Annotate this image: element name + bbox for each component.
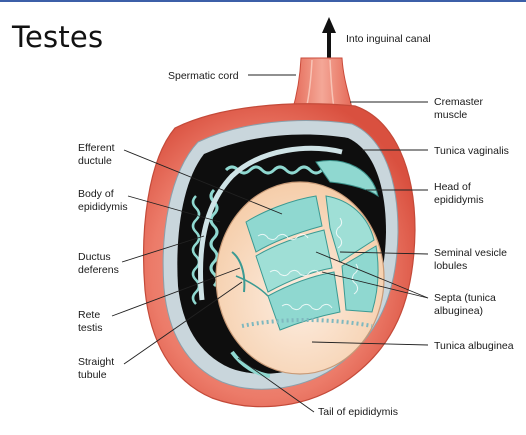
- label-straight-line2: tubule: [78, 369, 107, 381]
- ductus-deferens: [198, 145, 343, 301]
- label-rete-line1: Rete: [78, 309, 100, 321]
- label-cremaster-line1: Cremaster: [434, 96, 484, 108]
- label-septa-line2: albuginea): [434, 305, 483, 317]
- label-ductus-line2: deferens: [78, 264, 119, 276]
- label-head-epididymis-line1: Head of: [434, 181, 471, 193]
- inguinal-arrow-icon: [322, 17, 336, 58]
- epididymis-coils: [209, 165, 324, 288]
- rete-testis: [231, 251, 269, 297]
- head-of-epididymis: [315, 160, 379, 198]
- label-seminal-line1: Seminal vesicle: [434, 247, 507, 259]
- label-tunica-vaginalis: Tunica vaginalis: [434, 145, 509, 157]
- label-into-inguinal-canal: Into inguinal canal: [346, 33, 431, 45]
- label-septa-line1: Septa (tunica: [434, 292, 496, 304]
- slide-top-rule: [0, 0, 526, 2]
- label-ductus-line1: Ductus: [78, 251, 111, 263]
- label-seminal-line2: lobules: [434, 260, 467, 272]
- label-body-epididymis-line1: Body of: [78, 188, 114, 200]
- label-cremaster-line2: muscle: [434, 109, 467, 121]
- label-straight-line1: Straight: [78, 356, 114, 368]
- slide-title: Testes: [12, 20, 104, 54]
- label-spermatic-cord: Spermatic cord: [168, 70, 239, 82]
- seminiferous-lobules: [245, 195, 379, 331]
- label-efferent-line1: Efferent: [78, 142, 115, 154]
- label-efferent-line2: ductule: [78, 155, 112, 167]
- label-rete-line2: testis: [78, 322, 103, 334]
- tail-of-epididymis: [230, 350, 271, 378]
- label-tail-epididymis: Tail of epididymis: [318, 406, 398, 418]
- label-tunica-albuginea: Tunica albuginea: [434, 340, 514, 352]
- label-body-epididymis-line2: epididymis: [78, 201, 128, 213]
- label-head-epididymis-line2: epididymis: [434, 194, 484, 206]
